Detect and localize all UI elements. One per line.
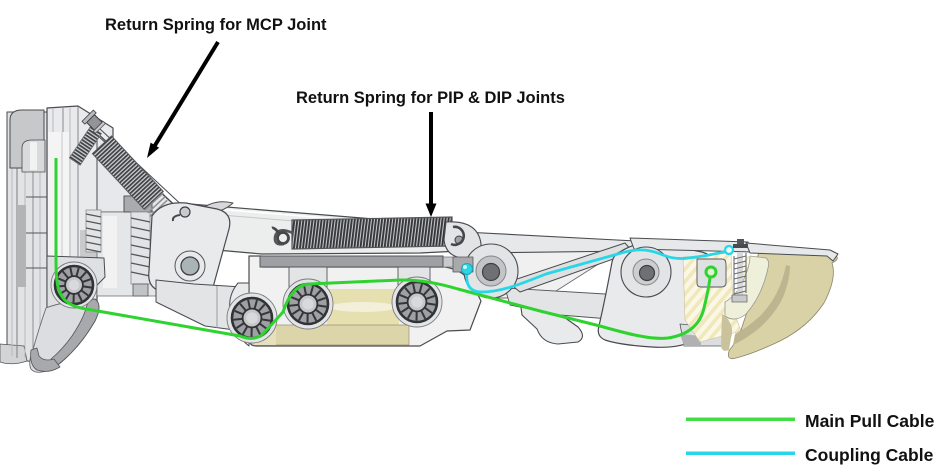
svg-text:Return Spring for PIP & DIP Jo: Return Spring for PIP & DIP Joints — [296, 89, 565, 107]
svg-text:Coupling Cable: Coupling Cable — [805, 445, 934, 465]
svg-text:Main Pull Cable: Main Pull Cable — [805, 411, 935, 431]
svg-text:Return Spring for MCP Joint: Return Spring for MCP Joint — [105, 16, 327, 34]
